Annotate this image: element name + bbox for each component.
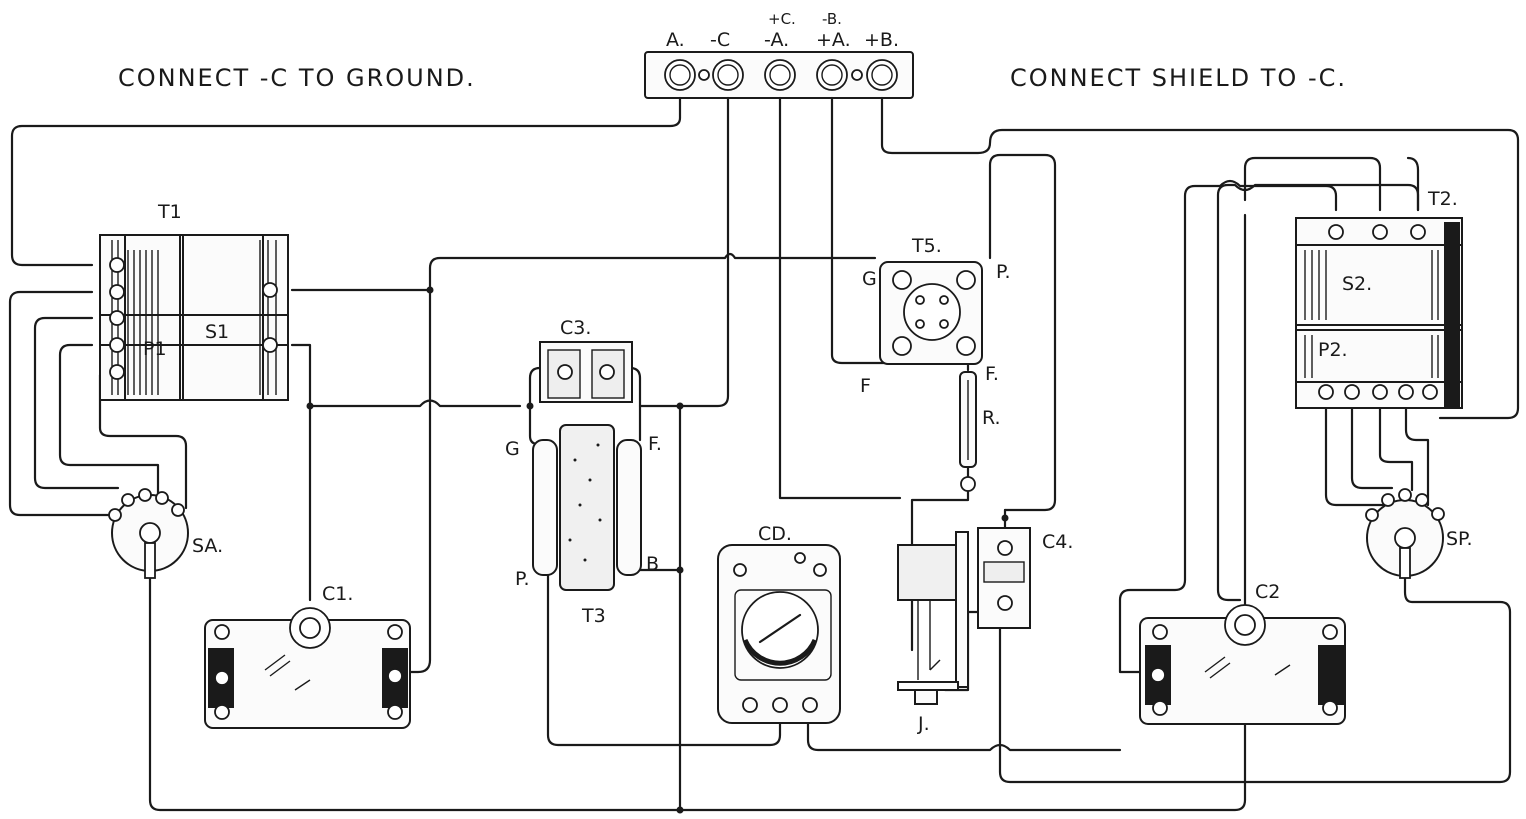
c1-label: C1. <box>322 583 353 605</box>
wiring <box>8 96 1520 812</box>
terminal-label-plus-c: +C. <box>768 10 796 28</box>
s1-label: S1 <box>205 321 229 343</box>
t3-b-label: B <box>646 553 659 575</box>
t5-f2-label: F. <box>985 363 999 385</box>
resistor-r: R. <box>959 371 1001 492</box>
c2-label: C2 <box>1255 581 1280 603</box>
terminal-label-minus-b: -B. <box>822 10 842 28</box>
terminal-label-minus-a: -A. <box>764 29 789 51</box>
p1-label: P1 <box>143 338 167 360</box>
j-label: J. <box>917 713 930 735</box>
t5-label: T5. <box>911 235 942 257</box>
capacitor-c1: C1. <box>204 583 411 729</box>
t3-f-label: F. <box>648 433 662 455</box>
r-label: R. <box>982 407 1001 429</box>
jack-j: J. <box>897 531 969 735</box>
terminal-label-plus-a: +A. <box>816 29 851 51</box>
t3-p-label: P. <box>515 568 530 590</box>
transformer-t3: G F. P. B T3 <box>505 424 662 627</box>
p2-label: P2. <box>1318 339 1348 361</box>
sa-label: SA. <box>192 535 223 557</box>
junction-dots <box>306 286 1009 814</box>
terminal-label-plus-b: +B. <box>864 29 899 51</box>
sp-label: SP. <box>1446 528 1473 550</box>
capacitor-c4: C4. <box>977 527 1073 629</box>
c4-label: C4. <box>1042 531 1073 553</box>
t5-p-label: P. <box>996 261 1011 283</box>
t1-label: T1 <box>157 201 182 223</box>
terminal-strip: A. -C +C. -A. -B. +A. +B. <box>644 10 914 99</box>
switch-sp: SP. <box>1365 488 1473 579</box>
t3-g-label: G <box>505 438 520 460</box>
instruction-left: CONNECT -C TO GROUND. <box>118 64 476 92</box>
t3-label: T3 <box>581 605 606 627</box>
switch-sa: SA. <box>108 488 223 579</box>
capacitor-c2: C2 <box>1139 581 1346 725</box>
t2-label: T2. <box>1427 188 1458 210</box>
terminal-binding-post <box>664 59 898 91</box>
capacitor-c3: C3. <box>539 317 633 403</box>
c3-label: C3. <box>560 317 591 339</box>
terminal-label-a: A. <box>666 29 685 51</box>
instruction-right: CONNECT SHIELD TO -C. <box>1010 64 1347 92</box>
terminal-label-minus-c: -C <box>710 29 730 51</box>
transformer-t1: T1 S1 P1 <box>99 201 289 401</box>
tube-socket-t5: T5. G P. F F. <box>860 235 1011 397</box>
t5-g-label: G <box>862 268 877 290</box>
transformer-t2: T2. S2. P2. <box>1295 188 1463 409</box>
t5-f1-label: F <box>860 375 871 397</box>
meter-cd: CD. <box>717 523 841 724</box>
cd-label: CD. <box>758 523 792 545</box>
s2-label: S2. <box>1342 273 1372 295</box>
